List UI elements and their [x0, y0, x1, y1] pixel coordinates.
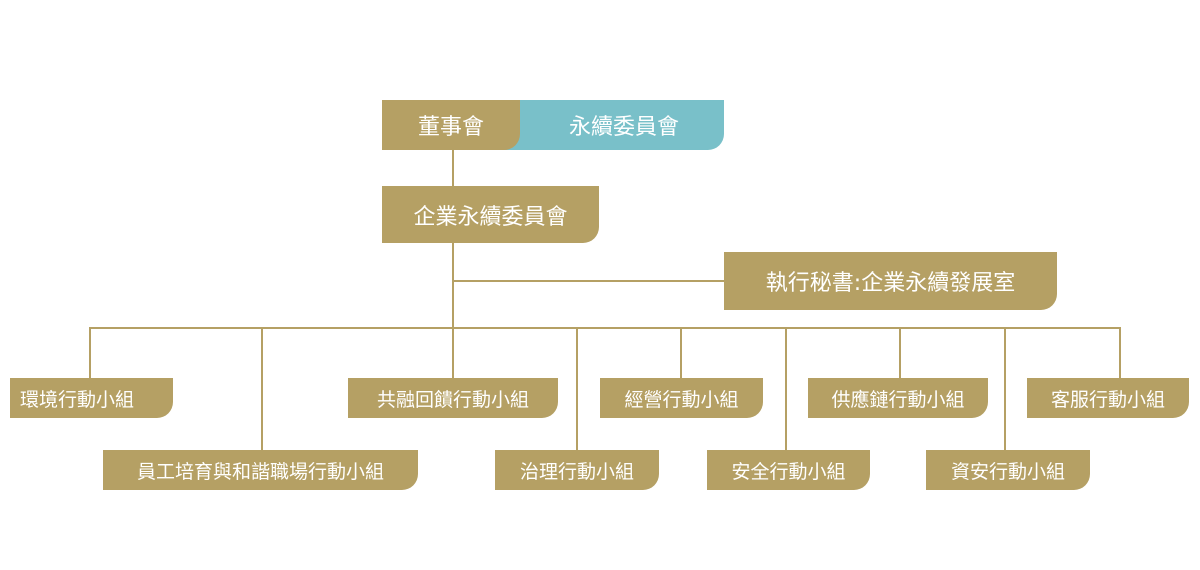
connector-drop-supply-chain — [899, 327, 901, 379]
board-label: 董事會 — [417, 115, 484, 140]
group-employee-box: 員工培育與和諧職場行動小組 — [103, 450, 418, 490]
group-customer-service-box: 客服行動小組 — [1027, 378, 1189, 418]
corporate-committee-label: 企業永續委員會 — [413, 204, 568, 230]
connector-horizontal-bus — [89, 327, 1121, 329]
connector-corporate-trunk — [452, 243, 454, 329]
sustainability-committee-box: 永續委員會 — [500, 100, 724, 150]
group-supply-chain-label: 供應鏈行動小組 — [831, 388, 965, 411]
sustainability-committee-label: 永續委員會 — [568, 115, 679, 140]
group-safety-box: 安全行動小組 — [707, 450, 870, 490]
group-safety-label: 安全行動小組 — [731, 460, 846, 483]
group-operations-label: 經營行動小組 — [624, 388, 739, 411]
connector-drop-inclusion — [452, 327, 454, 379]
secretary-label: 執行秘書:企業永續發展室 — [765, 271, 1016, 296]
group-environment-box: 環境行動小組 — [10, 378, 173, 418]
connector-drop-governance — [576, 327, 578, 451]
connector-drop-safety — [785, 327, 787, 451]
group-inclusion-label: 共融回饋行動小組 — [376, 388, 529, 411]
group-operations-box: 經營行動小組 — [600, 378, 763, 418]
connector-board-to-corporate — [452, 150, 454, 186]
group-governance-label: 治理行動小組 — [519, 460, 634, 483]
connector-drop-operations — [680, 327, 682, 379]
group-infosec-box: 資安行動小組 — [926, 450, 1090, 490]
group-supply-chain-box: 供應鏈行動小組 — [808, 378, 988, 418]
connector-drop-infosec — [1004, 327, 1006, 451]
connector-to-secretary — [452, 280, 724, 282]
group-customer-service-label: 客服行動小組 — [1050, 388, 1165, 411]
board-box: 董事會 — [382, 100, 520, 150]
group-environment-label: 環境行動小組 — [20, 388, 135, 411]
group-employee-label: 員工培育與和諧職場行動小組 — [136, 460, 384, 483]
connector-drop-environment — [89, 327, 91, 379]
group-inclusion-box: 共融回饋行動小組 — [348, 378, 558, 418]
corporate-committee-box: 企業永續委員會 — [382, 186, 599, 243]
group-infosec-label: 資安行動小組 — [950, 460, 1065, 483]
secretary-box: 執行秘書:企業永續發展室 — [724, 252, 1057, 310]
connector-drop-employee — [261, 327, 263, 451]
connector-drop-customer-service — [1119, 327, 1121, 379]
group-governance-box: 治理行動小組 — [495, 450, 659, 490]
